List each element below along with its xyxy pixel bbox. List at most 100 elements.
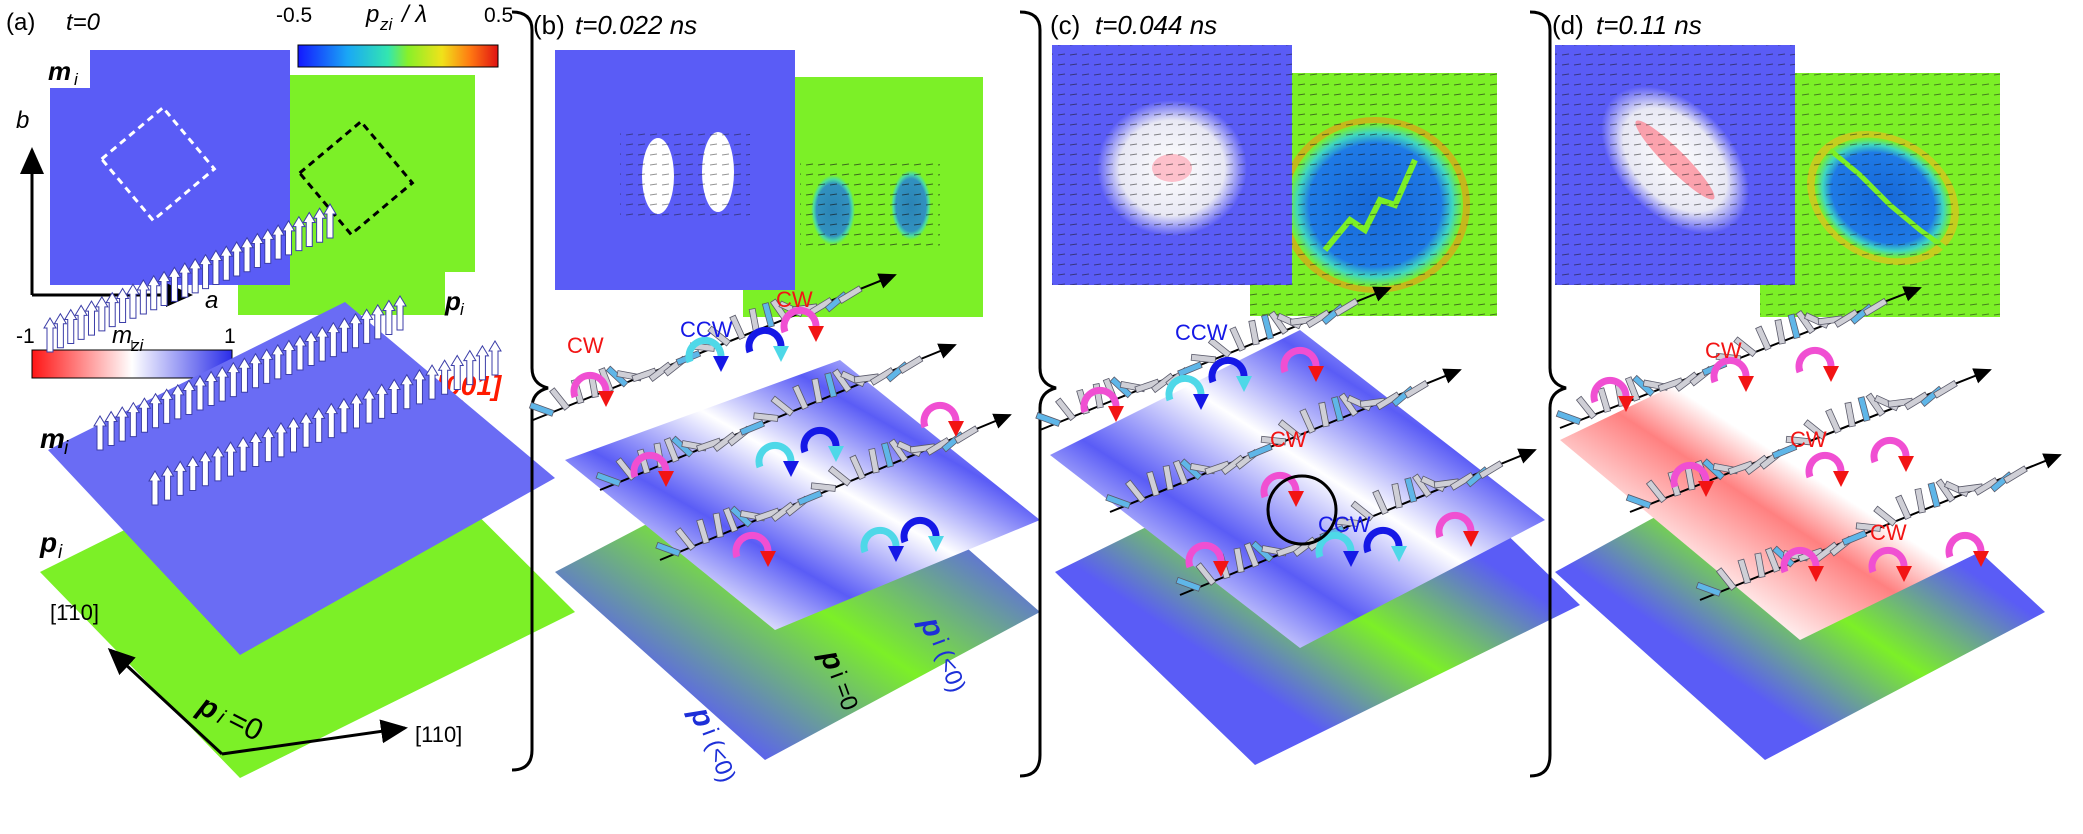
- spin-arrow-up: [259, 348, 274, 384]
- spin-arrow-up: [281, 219, 296, 256]
- spin-arrow-up: [260, 228, 275, 264]
- spin-arrow: [1625, 494, 1652, 509]
- spin-arrow-up: [146, 274, 161, 311]
- panel-a-label: (a): [6, 9, 35, 36]
- spin-arrow-up: [215, 366, 230, 402]
- m-label: m: [48, 56, 71, 86]
- rotation-arc: [1165, 375, 1205, 402]
- spin-arrow-up: [475, 344, 490, 381]
- spin-arrow: [837, 285, 863, 304]
- spin-arrow-up: [159, 388, 174, 424]
- rotation-arrowhead: [1896, 566, 1912, 582]
- rotation-arrowhead: [828, 446, 844, 462]
- spin-arrow: [739, 420, 765, 436]
- spin-arrow: [954, 425, 979, 444]
- spin-arrow-up: [167, 266, 182, 302]
- p-label: p: [444, 286, 461, 316]
- rotation-arc: [1280, 347, 1320, 374]
- spin-arrow-up: [185, 455, 200, 492]
- p-colorbar-max: 0.5: [484, 4, 513, 27]
- spin-arrow-up: [462, 349, 477, 386]
- spin-arrow: [810, 482, 837, 492]
- spin-arrow-up: [94, 295, 109, 332]
- rotation-arc: [900, 517, 940, 544]
- spin-arrow: [1695, 581, 1722, 597]
- m-colorbar-min: -1: [16, 325, 35, 348]
- spin-arrow: [2003, 465, 2028, 484]
- spin-arrow: [1927, 482, 1941, 508]
- spin-arrow: [1744, 454, 1769, 476]
- spin-arrow-up: [292, 215, 306, 252]
- spin-arrow: [1787, 313, 1801, 340]
- rotation-arrowhead: [713, 356, 729, 372]
- spin-arrow-up: [229, 241, 244, 277]
- spin-arrow-up: [286, 417, 301, 453]
- spin-arrow-up: [362, 388, 376, 424]
- spin-arrow: [1755, 325, 1772, 351]
- spin-arrow: [1914, 487, 1926, 514]
- spin-arrow: [1220, 454, 1245, 476]
- rotation-arrowhead: [1618, 396, 1634, 412]
- spin-arrow: [1841, 530, 1868, 546]
- spin-arrow: [1150, 372, 1175, 394]
- rotation-arc: [1805, 452, 1845, 479]
- dir-x-arrow: [221, 719, 408, 756]
- m-plane-d: [1560, 325, 2045, 640]
- rotation-arc: [1435, 512, 1475, 539]
- spin-arrow: [1229, 326, 1246, 352]
- spin-arrow: [753, 412, 779, 422]
- spin-arrow: [811, 377, 823, 404]
- spin-arrow: [1657, 377, 1684, 392]
- spin-arrow: [1412, 473, 1432, 498]
- spin-arrow-up: [84, 300, 99, 336]
- panel-d-time: t=0.11 ns: [1596, 10, 1702, 40]
- a-axis-label: a: [205, 287, 218, 314]
- m-spin-rows: [43, 203, 502, 506]
- spin-arrow-up: [323, 203, 337, 239]
- spin-arrow: [1903, 391, 1929, 411]
- spin-arrow: [1277, 419, 1302, 441]
- spin-arrow-up: [425, 364, 439, 400]
- spin-arrow-up: [248, 431, 263, 467]
- spin-arrow-up: [337, 317, 352, 353]
- spin-arrow-up: [326, 321, 341, 358]
- spin-rows-c: [1035, 286, 1537, 596]
- quiver-p-d: [1760, 73, 2000, 317]
- m-colorbar: [31, 349, 233, 379]
- spin-arrow-up: [240, 236, 254, 273]
- rotation-arrowhead: [760, 551, 776, 567]
- rotation-arrowhead: [1898, 456, 1914, 472]
- spin-arrow: [1233, 547, 1245, 574]
- rotation-arrowhead: [1343, 551, 1359, 567]
- spin-arrow: [888, 438, 909, 463]
- spin-arrow: [868, 447, 880, 474]
- m-label-bg: [50, 50, 90, 88]
- rotation-arc: [1260, 472, 1300, 499]
- rotation-arc: [780, 307, 820, 334]
- spin-arrow: [1737, 558, 1752, 585]
- brace-bc: [1019, 10, 1057, 778]
- rotation-arc: [1710, 357, 1750, 384]
- spin-arrow: [1478, 460, 1504, 479]
- spin-arrow: [770, 395, 795, 417]
- spin-arrow-up: [488, 340, 502, 376]
- spin-arrow: [1774, 319, 1786, 345]
- rotation-arrowhead: [773, 346, 789, 362]
- spin-arrow-up: [93, 415, 107, 451]
- spin-arrow: [1146, 470, 1160, 497]
- rotation-arrowhead: [1833, 471, 1849, 487]
- spin-arrow-up: [250, 232, 265, 269]
- spin-arrow: [761, 302, 775, 328]
- spin-arrow: [1795, 310, 1816, 335]
- p-colorbar-sub: zi: [379, 15, 394, 34]
- spin-arrow-up: [450, 354, 465, 390]
- spin-arrow: [1404, 477, 1418, 503]
- rotation-arrowhead: [658, 471, 674, 487]
- rotation-arrowhead: [928, 536, 944, 552]
- rotation-arc: [860, 527, 900, 554]
- spin-arrow: [1190, 353, 1217, 364]
- rotation-arrowhead: [948, 421, 964, 437]
